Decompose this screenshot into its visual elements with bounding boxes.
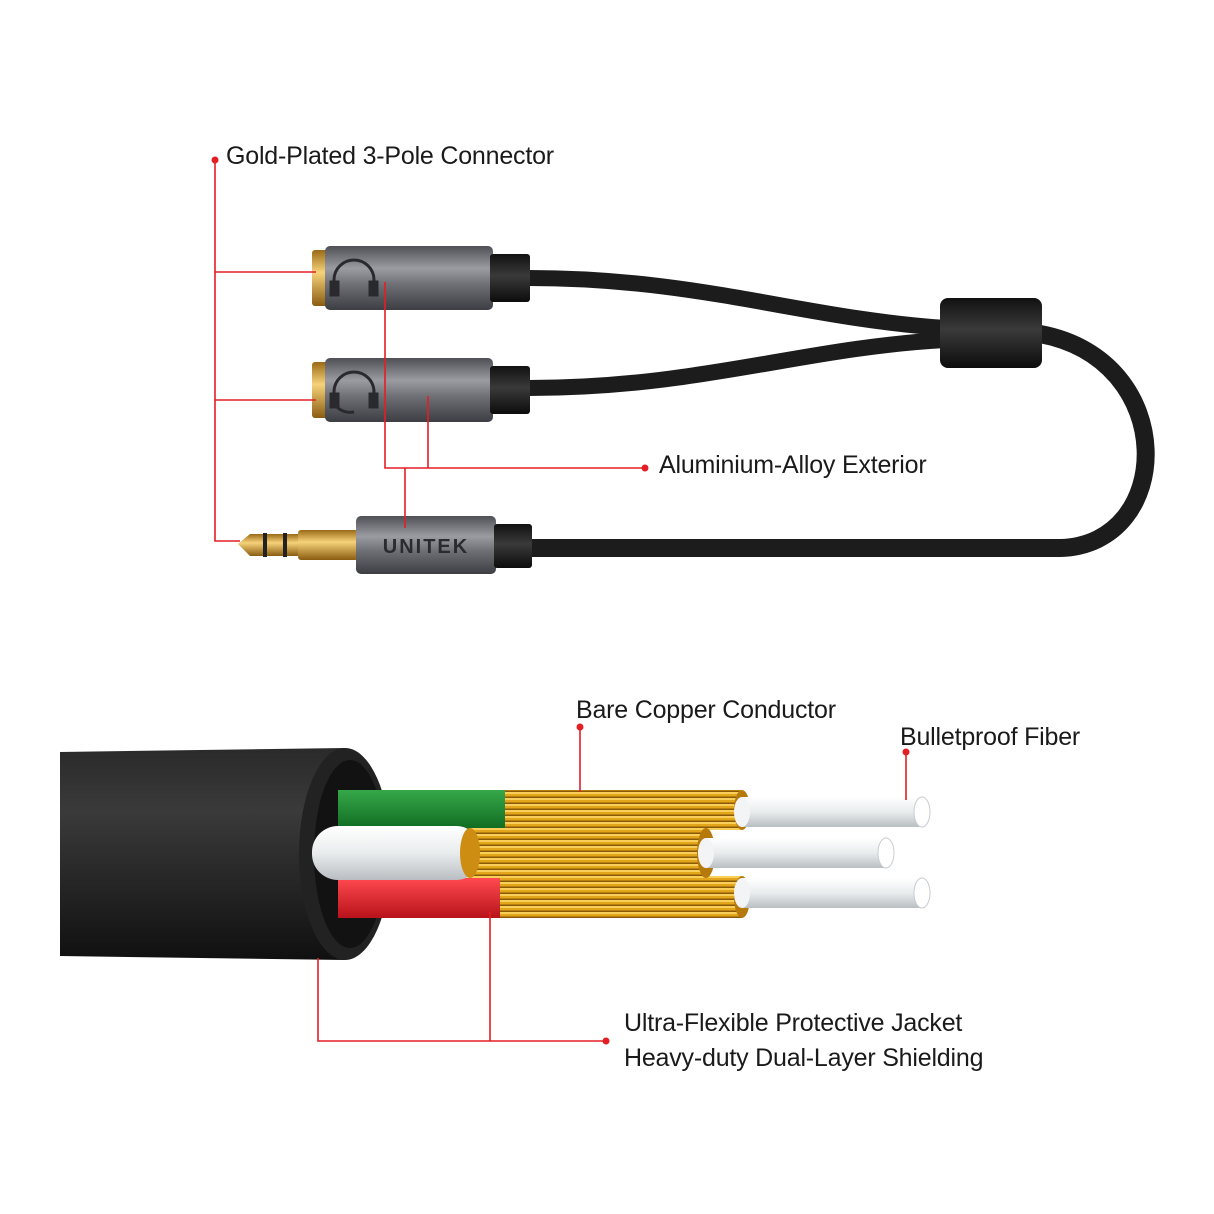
callout-lines-bottom: [317, 727, 907, 1042]
label-ultra-flexible-jacket: Ultra-Flexible Protective Jacket: [624, 1009, 963, 1037]
label-heavy-duty-shielding: Heavy-duty Dual-Layer Shielding: [624, 1044, 984, 1072]
label-bare-copper: Bare Copper Conductor: [576, 696, 836, 724]
label-bulletproof-fiber: Bulletproof Fiber: [900, 723, 1081, 751]
callout-dot-aluminium: [641, 464, 649, 472]
cable-upper: [520, 270, 953, 336]
label-gold-plated-connector: Gold-Plated 3-Pole Connector: [226, 142, 554, 170]
brand-logo: UNITEK: [383, 536, 469, 558]
wire-red: [338, 876, 931, 918]
male-plug: UNITEK: [238, 516, 532, 574]
label-aluminium-exterior: Aluminium-Alloy Exterior: [659, 451, 927, 479]
microphone-icon: [329, 370, 379, 414]
female-jack-microphone: [312, 358, 530, 422]
callout-dot-copper: [576, 723, 584, 731]
cable-main: [521, 325, 1155, 557]
splitter-sleeve: [940, 298, 1042, 368]
callout-dot-fiber: [902, 748, 910, 756]
callout-dot-gold: [211, 156, 219, 164]
cable-lower: [520, 332, 953, 396]
callout-dot-jacket: [602, 1037, 610, 1045]
headphone-icon: [329, 258, 379, 297]
wire-green: [338, 790, 931, 830]
callout-lines-top: [214, 160, 645, 542]
female-jack-headphone: [312, 246, 530, 310]
outer-jacket: [60, 748, 345, 960]
wire-white: [312, 826, 895, 880]
